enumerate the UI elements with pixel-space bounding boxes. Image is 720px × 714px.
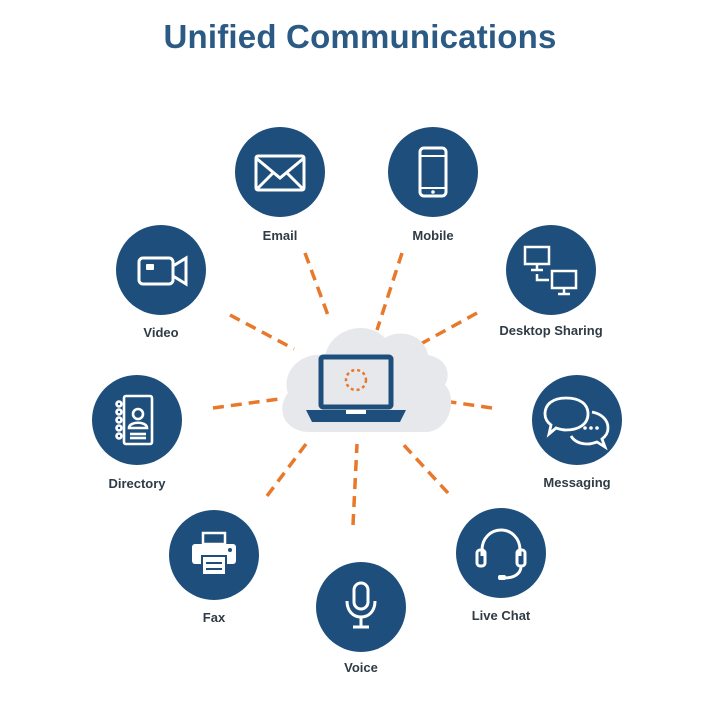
node-label: Directory xyxy=(108,476,166,491)
video-camera-icon xyxy=(137,255,188,287)
connectors xyxy=(212,252,493,526)
node-fax[interactable]: Fax xyxy=(169,510,259,625)
desktop-sharing-icon xyxy=(523,245,578,296)
node-label: Video xyxy=(143,325,178,340)
connector-line xyxy=(416,311,478,348)
fax-icon xyxy=(192,531,236,576)
connector-line xyxy=(443,399,493,410)
node-label: Messaging xyxy=(543,475,610,490)
laptop-cloud-icon xyxy=(306,354,406,422)
connector-line xyxy=(229,313,295,351)
smartphone-icon xyxy=(418,146,448,198)
envelope-icon xyxy=(254,154,306,192)
node-messaging[interactable]: Messaging xyxy=(532,375,622,490)
node-voice[interactable]: Voice xyxy=(316,562,406,675)
connector-line xyxy=(303,252,331,319)
node-label: Desktop Sharing xyxy=(499,323,602,338)
address-book-icon xyxy=(115,394,154,446)
node-directory[interactable]: Directory xyxy=(92,375,182,491)
node-desktop-sharing[interactable]: Desktop Sharing xyxy=(499,225,603,338)
connector-line xyxy=(212,397,280,410)
headset-icon xyxy=(475,528,527,580)
node-video[interactable]: Video xyxy=(116,225,206,340)
connector-line xyxy=(265,438,311,498)
connector-line xyxy=(351,443,359,526)
connector-line xyxy=(399,440,450,495)
node-label: Live Chat xyxy=(472,608,531,623)
node-label: Fax xyxy=(203,610,226,625)
nodes: Email Mobile Desk xyxy=(92,127,622,675)
node-label: Email xyxy=(263,228,298,243)
hub xyxy=(282,327,452,432)
node-email[interactable]: Email xyxy=(235,127,325,243)
node-label: Mobile xyxy=(412,228,453,243)
chat-bubbles-icon xyxy=(543,396,610,451)
node-live-chat[interactable]: Live Chat xyxy=(456,508,546,623)
node-mobile[interactable]: Mobile xyxy=(388,127,478,243)
diagram-title: Unified Communications xyxy=(163,18,557,55)
node-label: Voice xyxy=(344,660,378,675)
microphone-icon xyxy=(345,581,377,629)
connector-line xyxy=(375,252,404,331)
